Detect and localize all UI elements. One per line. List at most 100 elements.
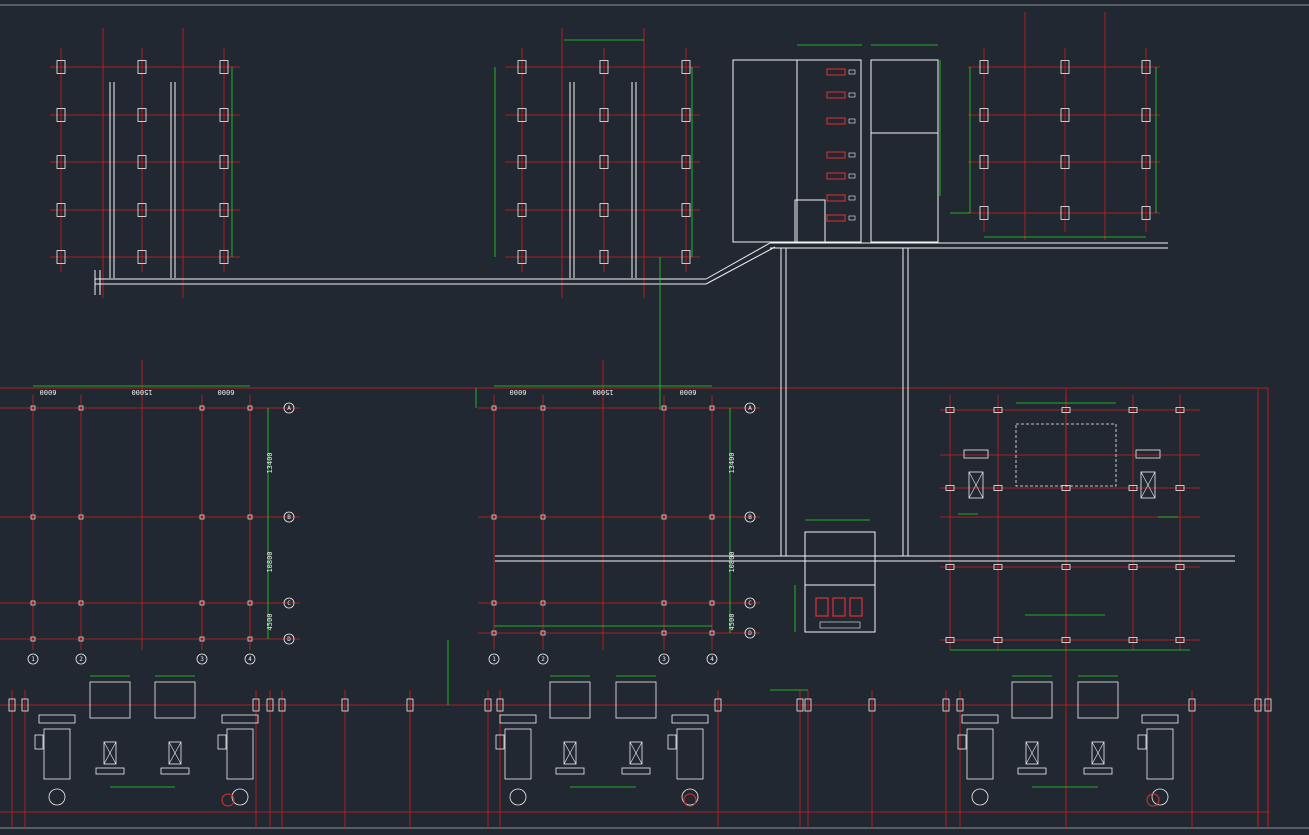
equipment-box	[826, 91, 846, 99]
equipment-box	[848, 195, 856, 201]
column	[78, 636, 84, 642]
crane-head	[1135, 449, 1161, 459]
column	[599, 108, 609, 122]
equipment-box	[848, 215, 856, 221]
column	[681, 250, 691, 264]
equipment-box	[826, 117, 846, 125]
column	[56, 250, 66, 264]
column	[199, 514, 205, 520]
column	[540, 514, 546, 520]
column	[709, 630, 715, 636]
cabinet	[1077, 681, 1119, 719]
tank	[832, 597, 846, 617]
column	[266, 698, 274, 712]
column	[945, 407, 955, 413]
dim-left-span-a: 6000	[40, 388, 57, 396]
column	[681, 108, 691, 122]
column	[1060, 206, 1070, 220]
column	[868, 698, 876, 712]
left-bay-dimensions: 6000 15000 6000 13400 10800 4500	[40, 388, 274, 630]
equipment-box	[826, 151, 846, 159]
left-col-axis-bubbles: 1 2 3 4	[27, 653, 256, 665]
pump-wheel	[681, 788, 699, 806]
cabinet	[615, 681, 657, 719]
column	[341, 698, 349, 712]
column	[993, 637, 1003, 643]
column	[1141, 206, 1151, 220]
equipment-symbols	[34, 68, 1179, 807]
col-mid-4: 4	[710, 656, 714, 663]
column	[1175, 485, 1185, 491]
column	[56, 155, 66, 169]
column	[56, 60, 66, 74]
crane-cross	[968, 471, 984, 499]
column	[1188, 698, 1196, 712]
pump-body	[504, 728, 532, 780]
column	[491, 405, 497, 411]
pump-body	[676, 728, 704, 780]
valve	[1091, 741, 1105, 765]
column	[1060, 60, 1070, 74]
column	[979, 60, 989, 74]
valve-cross	[1091, 741, 1105, 765]
axis-left-d: D	[287, 636, 291, 643]
column	[709, 514, 715, 520]
pump-wheel	[683, 793, 697, 807]
wall-line	[705, 242, 771, 280]
cabinet	[549, 681, 591, 719]
equipment-box	[826, 194, 846, 202]
valve-cross	[1025, 741, 1039, 765]
valve-cross	[103, 741, 117, 765]
crane-body	[1140, 471, 1156, 499]
dim-mid-height-c: 4500	[728, 614, 736, 631]
pump-wheel	[971, 788, 989, 806]
pump-motor	[495, 734, 505, 750]
axis-left-a: A	[287, 405, 291, 412]
column	[30, 405, 36, 411]
equipment-box	[848, 69, 856, 75]
column	[1061, 485, 1071, 491]
column	[21, 698, 29, 712]
cabinet	[89, 681, 131, 719]
column	[137, 155, 147, 169]
dim-mid-span-b: 15000	[592, 388, 613, 396]
pump-body	[1146, 728, 1174, 780]
column	[979, 108, 989, 122]
equipment-box	[848, 152, 856, 158]
pump-flange	[499, 714, 537, 724]
tank	[849, 597, 863, 617]
walls-and-pipes	[94, 59, 1235, 633]
equipment-box	[848, 92, 856, 98]
column	[661, 405, 667, 411]
column	[30, 600, 36, 606]
column	[540, 405, 546, 411]
column	[993, 564, 1003, 570]
column	[247, 514, 253, 520]
pump-wheel	[1146, 793, 1160, 807]
axis-mid-d: D	[748, 630, 752, 637]
column	[1141, 108, 1151, 122]
pump-flange	[1141, 714, 1179, 724]
col-left-1: 1	[31, 656, 35, 663]
mid-bay-dimensions: 6000 15000 6000 13400 10800 4500	[510, 388, 736, 630]
column	[1175, 407, 1185, 413]
pump-motor	[1137, 734, 1147, 750]
column	[1175, 564, 1185, 570]
column	[796, 698, 804, 712]
pump-wheel	[48, 788, 66, 806]
pump-body	[966, 728, 994, 780]
column	[406, 698, 414, 712]
pump-flange	[38, 714, 76, 724]
column	[517, 250, 527, 264]
pump-motor	[217, 734, 227, 750]
col-left-4: 4	[248, 656, 252, 663]
building-outline	[870, 59, 939, 243]
valve-base	[1017, 767, 1047, 775]
valve	[629, 741, 643, 765]
column	[517, 155, 527, 169]
column	[78, 405, 84, 411]
column	[709, 600, 715, 606]
column	[78, 600, 84, 606]
room	[794, 199, 826, 243]
